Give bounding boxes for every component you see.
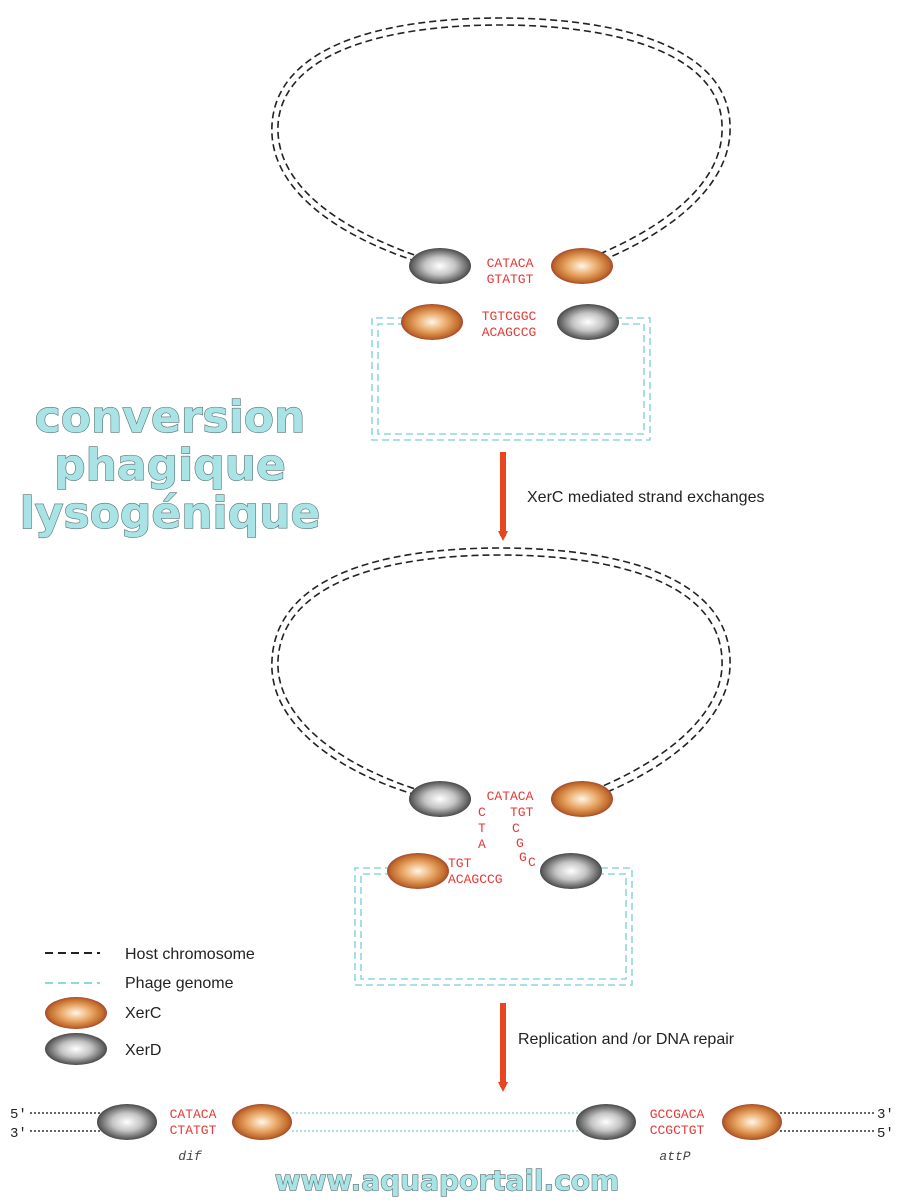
- legend-xerc-label: XerC: [125, 1005, 161, 1022]
- phage-seq-bottom: ACAGCCG: [448, 872, 503, 887]
- step-2-label: Replication and /or DNA repair: [518, 1031, 735, 1048]
- legend: Host chromosome Phage genome XerC XerD: [45, 946, 255, 1065]
- watermark-line-3: lysogénique: [20, 488, 321, 539]
- strand-left-base: A: [478, 837, 486, 852]
- host-chromosome-loop: [271, 17, 731, 269]
- legend-phage-label: Phage genome: [125, 975, 234, 992]
- phage-seq-top: TGTCGGC: [482, 309, 537, 324]
- xerc-protein: [551, 781, 613, 817]
- legend-xerd-label: XerD: [125, 1042, 161, 1059]
- panel-2: CATACA C T A TGT C G G C TGT ACAGCCG: [271, 547, 731, 986]
- step-1-label: XerC mediated strand exchanges: [527, 489, 764, 506]
- dif-site-label: dif: [178, 1149, 203, 1164]
- attp-seq-bottom: CCGCTGT: [650, 1123, 705, 1138]
- phage-seq-bottom: ACAGCCG: [482, 325, 537, 340]
- xerc-protein: [722, 1104, 782, 1140]
- left-5prime-label: 5': [10, 1107, 27, 1123]
- panel-1: CATACA GTATGT TGTCGGC ACAGCCG: [271, 17, 731, 441]
- host-seq-top: CATACA: [487, 789, 534, 804]
- xerc-protein: [401, 304, 463, 340]
- xerc-protein: [551, 248, 613, 284]
- xerd-protein: [557, 304, 619, 340]
- strand-right-base: C: [512, 821, 520, 836]
- legend-host-label: Host chromosome: [125, 946, 255, 963]
- xerc-legend-icon: [45, 997, 107, 1029]
- dif-seq-bottom: CTATGT: [170, 1123, 217, 1138]
- xerc-protein: [232, 1104, 292, 1140]
- strand-left-base: C: [478, 805, 486, 820]
- strand-left-base: T: [478, 821, 486, 836]
- host-chromosome-loop: [271, 547, 731, 802]
- strand-right-base: G: [516, 836, 524, 851]
- strand-right-base: G: [519, 850, 527, 865]
- xerd-protein: [409, 781, 471, 817]
- xerd-protein: [97, 1104, 157, 1140]
- xerc-protein: [387, 853, 449, 889]
- xerd-protein: [576, 1104, 636, 1140]
- watermark-url: www.aquaportail.com: [275, 1164, 619, 1197]
- strand-right-base: TGT: [510, 805, 534, 820]
- phage-seq-top: TGT: [448, 856, 472, 871]
- left-3prime-label: 3': [10, 1126, 27, 1142]
- attp-site-label: attP: [659, 1149, 690, 1164]
- xerd-legend-icon: [45, 1033, 107, 1065]
- strand-right-base: C: [528, 855, 536, 870]
- right-5prime-label: 5': [877, 1126, 894, 1142]
- xerd-protein: [540, 853, 602, 889]
- host-seq-bottom: GTATGT: [487, 272, 534, 287]
- dif-seq-top: CATACA: [170, 1107, 217, 1122]
- xerd-protein: [409, 248, 471, 284]
- right-3prime-label: 3': [877, 1107, 894, 1123]
- watermark: conversion phagique lysogénique www.aqua…: [19, 391, 620, 1197]
- attp-seq-top: GCCGACA: [650, 1107, 705, 1122]
- phage-genome-loop: [371, 317, 651, 441]
- phage-insert-strands: [292, 1112, 580, 1132]
- watermark-line-2: phagique: [54, 440, 286, 491]
- linear-integrated-dna: 5' 3' CATACA CTATGT GCCGACA CCGCTGT 3' 5…: [10, 1104, 894, 1164]
- watermark-line-1: conversion: [35, 392, 306, 443]
- phage-genome-loop: [354, 867, 633, 986]
- host-seq-top: CATACA: [487, 256, 534, 271]
